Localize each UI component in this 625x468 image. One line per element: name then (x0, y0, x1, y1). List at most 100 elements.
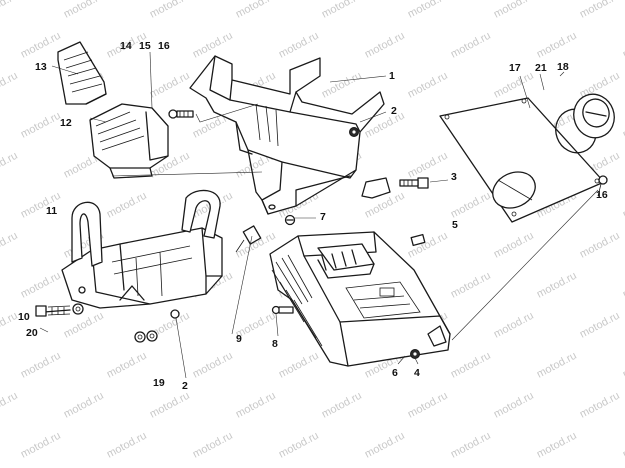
watermark-text: motod.ru (234, 390, 278, 421)
watermark-text: motod.ru (449, 270, 493, 301)
watermark-text: motod.ru (148, 0, 192, 21)
callout-18: 18 (557, 61, 569, 73)
regulator-lower-block (89, 103, 169, 179)
watermark-text: motod.ru (578, 230, 622, 261)
leader-lines (39, 51, 599, 379)
callout-14: 14 (120, 40, 132, 52)
watermark-text: motod.ru (449, 190, 493, 221)
callout-6: 6 (392, 367, 398, 379)
nut-4 (410, 349, 420, 359)
nuts-19 (134, 309, 180, 343)
watermark-text: motod.ru (277, 30, 321, 61)
cover-plate (439, 97, 605, 223)
watermark-text: motod.ru (492, 70, 536, 101)
watermark-text: motod.ru (320, 390, 364, 421)
watermark-text: motod.ru (449, 30, 493, 61)
callout-9: 9 (236, 333, 242, 345)
callout-15: 15 (139, 40, 151, 52)
screw-8 (271, 305, 294, 315)
callout-20: 20 (26, 327, 38, 339)
main-frame-bracket (189, 55, 391, 215)
watermark-text: motod.ru (19, 430, 63, 461)
screw-10 (35, 303, 84, 317)
watermark-text: motod.ru (449, 350, 493, 381)
watermark-text: motod.ru (492, 390, 536, 421)
callout-5: 5 (452, 219, 458, 231)
callout-13: 13 (35, 61, 47, 73)
watermark-text: motod.ru (320, 70, 364, 101)
o-ring-and-cap (555, 93, 615, 154)
watermark-text: motod.ru (0, 150, 20, 181)
bolt-3 (399, 177, 429, 189)
callout-12: 12 (60, 117, 72, 129)
watermark-text: motod.ru (406, 230, 450, 261)
callout-4: 4 (414, 367, 420, 379)
watermark-text: motod.ru (535, 430, 579, 461)
spacer-5 (410, 233, 426, 247)
mounting-bracket (61, 189, 223, 309)
watermark-text: motod.ru (19, 270, 63, 301)
watermark-text: motod.ru (492, 230, 536, 261)
screw-upper (168, 109, 194, 119)
bolt-9 (235, 225, 262, 253)
watermark-text: motod.ru (621, 430, 625, 461)
watermark-text: motod.ru (148, 390, 192, 421)
watermark-text: motod.ru (578, 0, 622, 21)
watermark-text: motod.ru (234, 0, 278, 21)
watermark-text: motod.ru (19, 110, 63, 141)
regulator-upper-block (57, 41, 107, 105)
callout-17: 17 (509, 62, 521, 74)
watermark-text: motod.ru (363, 430, 407, 461)
watermark-text: motod.ru (363, 30, 407, 61)
watermark-text: motod.ru (320, 0, 364, 21)
watermark-text: motod.ru (621, 30, 625, 61)
screw-7 (284, 214, 296, 226)
watermark-text: motod.ru (0, 390, 20, 421)
watermark-text: motod.ru (191, 430, 235, 461)
watermark-text: motod.ru (0, 230, 20, 261)
watermark-text: motod.ru (62, 0, 106, 21)
callout-8: 8 (272, 338, 278, 350)
watermark-text: motod.ru (621, 110, 625, 141)
watermark-text: motod.ru (191, 30, 235, 61)
watermark-text: motod.ru (621, 190, 625, 221)
watermark-text: motod.ru (621, 270, 625, 301)
callout-7: 7 (320, 211, 326, 223)
watermark-text: motod.ru (19, 350, 63, 381)
watermark-text: motod.ru (492, 0, 536, 21)
callout-1: 1 (389, 70, 395, 82)
watermark-text: motod.ru (535, 350, 579, 381)
watermark-text: motod.ru (277, 350, 321, 381)
callout-16-right: 16 (596, 189, 608, 201)
watermark-text: motod.ru (535, 270, 579, 301)
callout-2-lower: 2 (182, 380, 188, 392)
watermark-text: motod.ru (0, 70, 20, 101)
watermark-text: motod.ru (105, 350, 149, 381)
callout-10: 10 (18, 311, 30, 323)
watermark-text: motod.ru (406, 390, 450, 421)
watermark-text: motod.ru (535, 30, 579, 61)
callout-3: 3 (451, 171, 457, 183)
watermark-text: motod.ru (406, 70, 450, 101)
watermark-text: motod.ru (277, 430, 321, 461)
watermark-text: motod.ru (0, 310, 20, 341)
callout-11: 11 (46, 205, 58, 217)
callout-16-upper: 16 (158, 40, 170, 52)
watermark-text: motod.ru (62, 390, 106, 421)
watermark-text: motod.ru (191, 350, 235, 381)
callout-21: 21 (535, 62, 547, 74)
watermark-text: motod.ru (19, 30, 63, 61)
watermark-text: motod.ru (449, 430, 493, 461)
watermark-text: motod.ru (105, 190, 149, 221)
callout-19: 19 (153, 377, 165, 389)
watermark-text: motod.ru (406, 0, 450, 21)
callout-2-upper: 2 (391, 105, 397, 117)
watermark-text: motod.ru (621, 350, 625, 381)
watermark-text: motod.ru (0, 0, 20, 21)
watermark-text: motod.ru (578, 310, 622, 341)
screw-16-right (597, 175, 608, 197)
control-unit-housing (269, 231, 451, 367)
watermark-text: motod.ru (148, 70, 192, 101)
